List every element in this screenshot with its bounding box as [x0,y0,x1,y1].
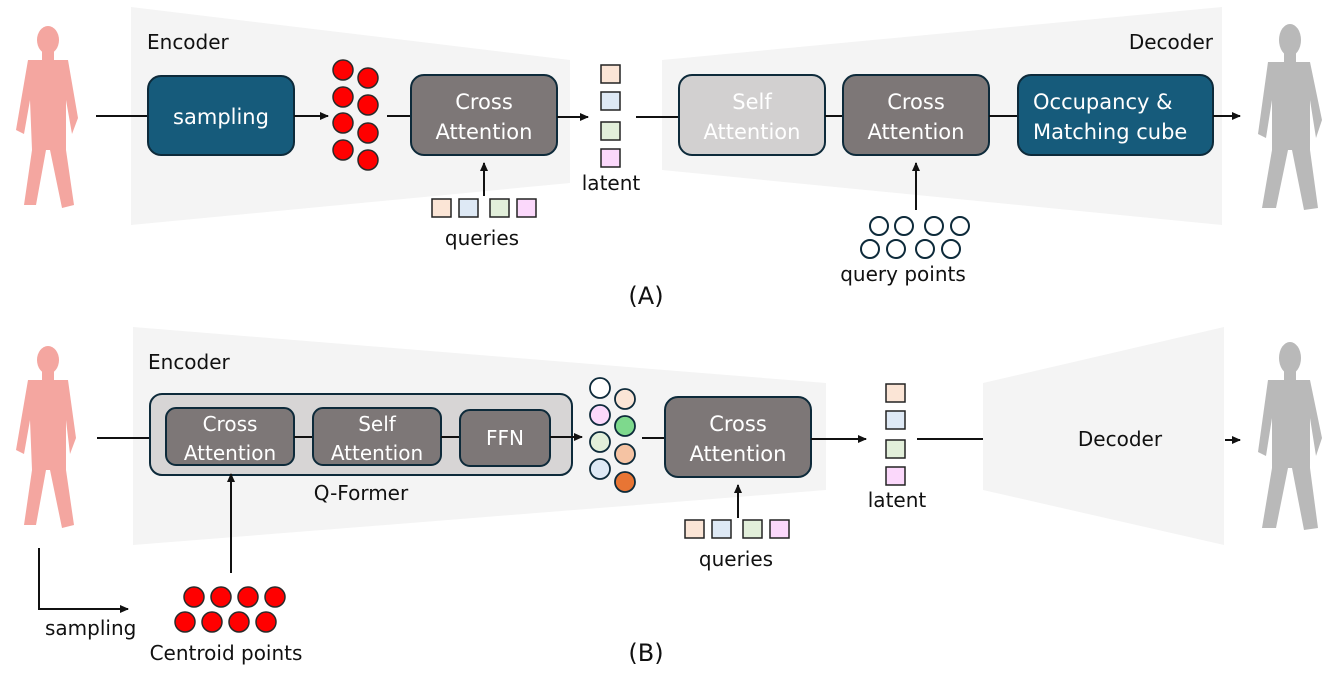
latent-tokens-b [885,383,906,486]
block-label-line2: Attention [436,120,533,144]
token-circle [614,415,636,437]
output-human-mesh-icon [1258,342,1322,530]
decoder-cross-attention-block-a: Cross Attention [842,74,990,156]
decoder-panel-b [983,327,1224,545]
sampling-label-b: sampling [45,616,136,640]
query-points-label-a: query points [840,262,966,286]
block-label-line2: Attention [868,120,965,144]
block-label-line2: Attention [690,442,787,466]
block-label-line1: Occupancy & [1033,90,1172,114]
query-points-a [860,216,970,259]
queries-label-b: queries [699,547,773,571]
block-label-line2: Attention [184,441,276,465]
token-circle [614,471,636,493]
block-label-line1: Cross [455,90,513,114]
token-circle [614,388,636,410]
token-circle [589,404,611,426]
qformer-cross-attention-block: Cross Attention [165,407,295,466]
cross-attention-block-b: Cross Attention [664,396,812,478]
qformer-output-tokens [589,377,636,493]
sampling-block-label: sampling [173,105,269,129]
ffn-block: FFN [459,409,551,467]
self-attention-block-a: Self Attention [678,74,826,156]
token-circle [589,431,611,453]
block-label-line1: Self [732,90,772,114]
latent-tokens-a [600,64,621,168]
qformer-self-attention-block: Self Attention [312,407,442,466]
occupancy-block-a: Occupancy & Matching cube [1017,74,1214,156]
qformer-label: Q-Former [314,481,409,505]
decoder-label-b: Decoder [1078,427,1163,451]
token-circle [589,377,611,399]
queries-label-a: queries [445,226,519,250]
latent-label-a: latent [582,171,641,195]
sampled-points-a [332,59,379,171]
block-label-line1: Cross [709,412,767,436]
caption-a: (A) [628,282,663,310]
input-human-silhouette-icon [16,26,78,208]
block-label-line2: Attention [704,120,801,144]
decoder-label-a: Decoder [1129,30,1214,54]
token-circle [589,458,611,480]
centroid-points [174,586,286,633]
queries-a [431,198,537,218]
block-label-line1: Cross [203,412,258,436]
sampling-block: sampling [147,75,295,156]
encoder-label-a: Encoder [147,30,230,54]
block-label-line1: Self [358,412,397,436]
block-label-line2: Attention [331,441,423,465]
latent-label-b: latent [868,488,927,512]
ffn-block-label: FFN [486,426,524,450]
centroid-points-label: Centroid points [150,641,303,665]
diagram-b: Cross Attention Self Attention FFN Q-For… [16,327,1322,667]
input-human-silhouette-icon [16,346,76,528]
queries-b [684,519,790,539]
block-label-line1: Cross [887,90,945,114]
block-label-line2: Matching cube [1033,120,1187,144]
encoder-cross-attention-block-a: Cross Attention [410,74,558,156]
output-human-mesh-icon [1258,24,1322,210]
diagram-a: sampling Cross Attention queries [16,7,1322,310]
caption-b: (B) [628,639,663,667]
token-circle [614,443,636,465]
encoder-label-b: Encoder [148,350,231,374]
